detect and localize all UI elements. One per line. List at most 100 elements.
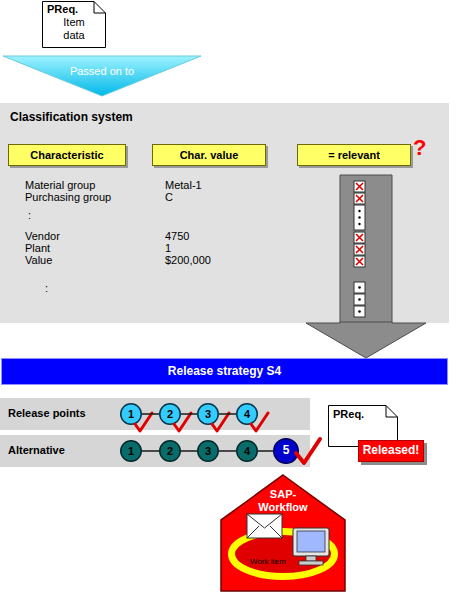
fat-arrow bbox=[306, 322, 426, 358]
node-text: Characteristic bbox=[9, 145, 125, 165]
circle-shape bbox=[237, 404, 258, 425]
release-point: 3 bbox=[197, 403, 219, 425]
characteristic-value: 4750 bbox=[165, 230, 189, 242]
ellipsis-dot bbox=[358, 210, 360, 212]
alternative-point: 5 bbox=[273, 438, 299, 464]
circle-shape bbox=[198, 404, 219, 425]
check-box bbox=[354, 232, 365, 243]
characteristic-name: Vendor bbox=[25, 230, 60, 242]
ellipsis: : bbox=[28, 209, 31, 221]
alternative-point: 4 bbox=[236, 440, 258, 462]
characteristic-value: 1 bbox=[165, 242, 171, 254]
connector-line bbox=[181, 450, 197, 452]
node-text: PReq. bbox=[47, 3, 91, 16]
characteristic-value: C bbox=[165, 191, 173, 203]
check-box bbox=[354, 294, 365, 305]
check-box bbox=[354, 306, 365, 317]
check-mark bbox=[212, 413, 229, 431]
node-text: Released! bbox=[359, 441, 423, 461]
circle-shape bbox=[121, 404, 142, 425]
house-shape bbox=[221, 475, 345, 591]
classification-panel: Classification systemCharacteristic Char.… bbox=[0, 103, 449, 323]
connector bbox=[306, 322, 426, 358]
connector-line bbox=[219, 450, 236, 452]
release-point: 4 bbox=[236, 403, 258, 425]
release-point: 2 bbox=[159, 403, 181, 425]
cross-mark bbox=[356, 258, 363, 265]
work-item-ring-outline bbox=[228, 528, 338, 580]
node-text: 2 bbox=[159, 403, 181, 425]
node-text: 1 bbox=[120, 403, 142, 425]
funnel-shape bbox=[3, 56, 201, 96]
alternative-band: Alternative12345 bbox=[0, 435, 310, 467]
node-text: SAP- Workflow bbox=[253, 488, 313, 513]
circle-shape bbox=[198, 441, 219, 462]
ellipsis-dot bbox=[358, 223, 360, 225]
check-mark bbox=[296, 439, 320, 463]
monitor-stand bbox=[306, 556, 316, 561]
document-fold bbox=[94, 2, 106, 14]
released-stamp: Released! bbox=[358, 440, 424, 462]
node-text: 3 bbox=[197, 440, 219, 462]
check-box bbox=[354, 181, 365, 192]
node-text: Passed on to bbox=[42, 65, 162, 78]
check-box bbox=[354, 244, 365, 255]
characteristic-name: Material group bbox=[25, 179, 95, 191]
circle-shape bbox=[274, 439, 299, 464]
connector bbox=[181, 451, 197, 452]
check-box bbox=[354, 205, 365, 230]
node-text: 2 bbox=[159, 440, 181, 462]
check-box bbox=[354, 256, 365, 267]
release-point: 1 bbox=[120, 403, 142, 425]
document-icon: PReq.Item data bbox=[42, 1, 106, 48]
node-text: Classification system bbox=[10, 111, 230, 125]
node-text: 1 bbox=[120, 440, 142, 462]
node-text: Alternative bbox=[8, 444, 118, 457]
circle-shape bbox=[160, 441, 181, 462]
circle-shape bbox=[237, 441, 258, 462]
column-header: Characteristic bbox=[8, 144, 126, 166]
node-text: 4 bbox=[236, 403, 258, 425]
connector bbox=[258, 451, 273, 452]
ellipse-shape bbox=[232, 532, 335, 577]
connector-line bbox=[142, 413, 159, 415]
ellipsis: : bbox=[45, 282, 48, 294]
node-text: Release points bbox=[8, 407, 118, 420]
characteristic-value: $200,000 bbox=[165, 254, 211, 266]
node-text: Char. value bbox=[153, 145, 265, 165]
box-dot bbox=[358, 298, 361, 301]
connector bbox=[142, 414, 159, 415]
ellipsis-dot bbox=[358, 216, 360, 218]
alternative-point: 3 bbox=[197, 440, 219, 462]
passed-on-funnel: Passed on to bbox=[3, 56, 201, 96]
node-text: Item data bbox=[54, 16, 94, 41]
node-text: Release strategy S4 bbox=[2, 359, 447, 384]
connector-line bbox=[181, 413, 197, 415]
connector-line bbox=[142, 450, 159, 452]
check-mark bbox=[135, 413, 152, 431]
connector-line bbox=[258, 450, 273, 452]
box-dot bbox=[358, 286, 361, 289]
circle-shape bbox=[121, 441, 142, 462]
cross-mark bbox=[356, 195, 363, 202]
work-item-ring: Work item bbox=[228, 528, 338, 580]
check-box bbox=[354, 282, 365, 293]
node-text: 5 bbox=[273, 438, 299, 464]
alternative-point: 1 bbox=[120, 440, 142, 462]
column-header: Char. value bbox=[152, 144, 266, 166]
characteristic-name: Purchasing group bbox=[25, 191, 111, 203]
connector bbox=[219, 414, 236, 415]
node-text: PReq. bbox=[333, 408, 377, 421]
node-text: 3 bbox=[197, 403, 219, 425]
monitor-frame bbox=[293, 528, 329, 556]
node-text: Work item bbox=[250, 557, 300, 566]
box-dot bbox=[358, 310, 361, 313]
cross-mark bbox=[356, 234, 363, 241]
question-mark: ? bbox=[413, 136, 426, 160]
characteristic-name: Value bbox=[25, 254, 52, 266]
monitor-base bbox=[299, 561, 323, 565]
characteristic-name: Plant bbox=[25, 242, 50, 254]
